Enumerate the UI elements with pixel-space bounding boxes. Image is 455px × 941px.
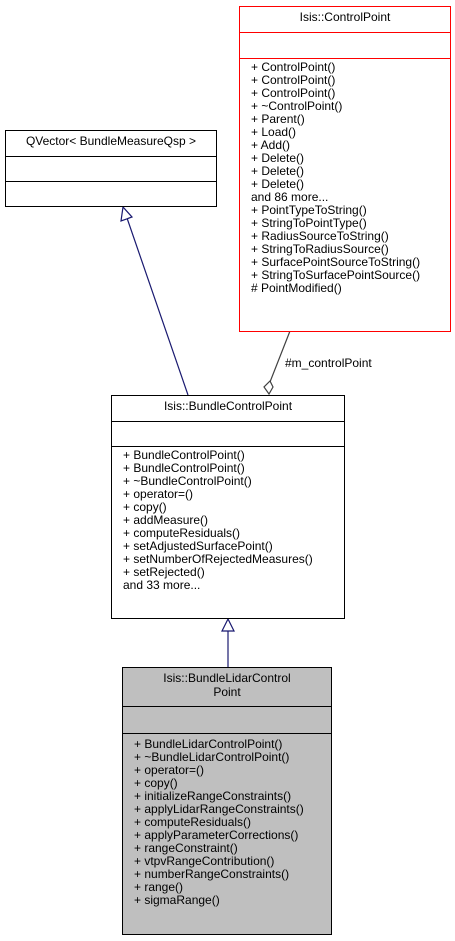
method-item: + Load() bbox=[251, 125, 297, 139]
method-item: + BundleControlPoint() bbox=[123, 461, 245, 475]
method-item: + Delete() bbox=[251, 177, 305, 191]
aggregation-edge-label: #m_controlPoint bbox=[285, 356, 372, 370]
aggregation-edge-controlpoint bbox=[269, 330, 291, 383]
method-item: + ControlPoint() bbox=[251, 60, 336, 74]
method-item: + applyLidarRangeConstraints() bbox=[134, 802, 304, 816]
method-item: + BundleControlPoint() bbox=[123, 448, 245, 462]
method-item: + ~BundleLidarControlPoint() bbox=[134, 750, 290, 764]
method-item: + initializeRangeConstraints() bbox=[134, 789, 292, 803]
class-title: Isis::BundleLidarControl Point bbox=[123, 668, 331, 707]
method-item: + ControlPoint() bbox=[251, 86, 336, 100]
method-item: + PointTypeToString() bbox=[251, 203, 367, 217]
method-item: + Parent() bbox=[251, 112, 305, 126]
method-item: + rangeConstraint() bbox=[134, 841, 238, 855]
class-box-bundle-lidar-control-point[interactable]: Isis::BundleLidarControl Point + BundleL… bbox=[122, 667, 332, 935]
method-item: + computeResiduals() bbox=[123, 526, 241, 540]
methods-section: + ControlPoint() + ControlPoint() + Cont… bbox=[240, 59, 450, 297]
attributes-section bbox=[240, 33, 450, 59]
class-box-control-point[interactable]: Isis::ControlPoint + ControlPoint() + Co… bbox=[239, 6, 451, 332]
method-item: + StringToRadiusSource() bbox=[251, 242, 389, 256]
method-item: + Delete() bbox=[251, 151, 305, 165]
attributes-section bbox=[6, 157, 216, 182]
method-item: + sigmaRange() bbox=[134, 893, 220, 907]
method-item: + copy() bbox=[134, 776, 178, 790]
method-item: # PointModified() bbox=[251, 281, 342, 295]
method-item: + Delete() bbox=[251, 164, 305, 178]
attributes-section bbox=[112, 422, 344, 447]
class-box-bundle-control-point[interactable]: Isis::BundleControlPoint + BundleControl… bbox=[111, 395, 345, 619]
methods-section: + BundleControlPoint() + BundleControlPo… bbox=[112, 447, 344, 594]
method-item: + operator=() bbox=[134, 763, 205, 777]
method-item: + RadiusSourceToString() bbox=[251, 229, 389, 243]
class-title-line: Isis::BundleLidarControl bbox=[163, 671, 291, 685]
method-item: + numberRangeConstraints() bbox=[134, 867, 290, 881]
method-item: + StringToPointType() bbox=[251, 216, 367, 230]
method-item: + range() bbox=[134, 880, 184, 894]
method-item: + addMeasure() bbox=[123, 513, 209, 527]
method-item: + computeResiduals() bbox=[134, 815, 252, 829]
method-item: + ~ControlPoint() bbox=[251, 99, 343, 113]
method-item: + ~BundleControlPoint() bbox=[123, 474, 252, 488]
class-title-line: Point bbox=[213, 685, 241, 699]
methods-section bbox=[6, 182, 216, 206]
method-item: + copy() bbox=[123, 500, 167, 514]
inheritance-edge-qvector bbox=[126, 217, 189, 396]
method-item: + applyParameterCorrections() bbox=[134, 828, 299, 842]
aggregation-diamond bbox=[263, 379, 274, 396]
method-item: + SurfacePointSourceToString() bbox=[251, 255, 421, 269]
attributes-section bbox=[123, 707, 331, 734]
method-item: + BundleLidarControlPoint() bbox=[134, 737, 283, 751]
class-box-qvector[interactable]: QVector< BundleMeasureQsp > bbox=[5, 130, 217, 207]
more-methods-note: and 86 more... bbox=[251, 190, 329, 204]
method-item: + StringToSurfacePointSource() bbox=[251, 268, 421, 282]
inheritance-arrowhead-bundlecontrolpoint bbox=[221, 617, 235, 632]
method-item: + Add() bbox=[251, 138, 291, 152]
class-title: QVector< BundleMeasureQsp > bbox=[6, 131, 216, 157]
methods-section: + BundleLidarControlPoint() + ~BundleLid… bbox=[123, 734, 331, 909]
inheritance-arrowhead-qvector bbox=[120, 205, 134, 222]
class-title: Isis::BundleControlPoint bbox=[112, 396, 344, 422]
method-item: + ControlPoint() bbox=[251, 73, 336, 87]
more-methods-note: and 33 more... bbox=[123, 578, 201, 592]
method-item: + setNumberOfRejectedMeasures() bbox=[123, 552, 313, 566]
method-item: + vtpvRangeContribution() bbox=[134, 854, 275, 868]
method-item: + setAdjustedSurfacePoint() bbox=[123, 539, 273, 553]
method-item: + setRejected() bbox=[123, 565, 205, 579]
class-title: Isis::ControlPoint bbox=[240, 7, 450, 33]
method-item: + operator=() bbox=[123, 487, 194, 501]
